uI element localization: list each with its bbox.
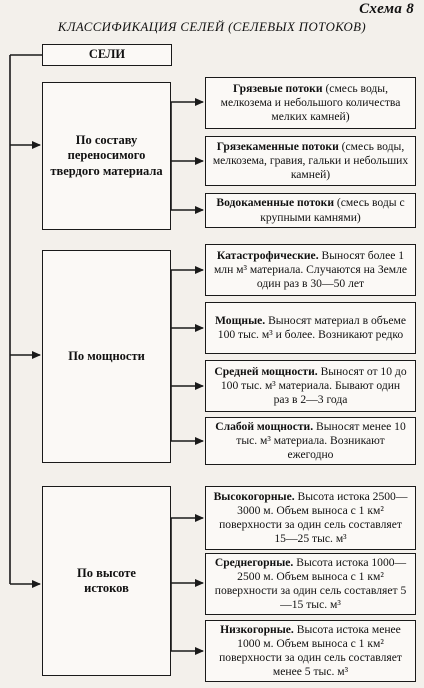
- item-description: Выносят более 1 млн м³ материала. Случаю…: [213, 248, 408, 291]
- item-description: Выносят от 10 до 100 тыс. м³ материала. …: [220, 364, 407, 407]
- item-term: Слабой мощности.: [215, 419, 314, 433]
- diagram-title: КЛАССИФИКАЦИЯ СЕЛЕЙ (СЕЛЕВЫХ ПОТОКОВ): [57, 20, 367, 34]
- item-term: Грязевые потоки: [232, 81, 323, 95]
- item-water-stone-flows: Водокаменные потоки (смесь воды с крупны…: [205, 193, 416, 228]
- item-term: Средней мощности.: [214, 364, 318, 378]
- category-power: По мощности: [42, 250, 171, 463]
- item-term: Высокогорные.: [213, 489, 295, 503]
- item-medium-power: Средней мощности. Выносят от 10 до 100 т…: [205, 360, 416, 412]
- item-mud-stone-flows: Грязекаменные потоки (смесь воды, мелкоз…: [205, 136, 416, 186]
- category-label: По составу переносимого твердого материа…: [50, 133, 163, 178]
- item-mid-mountain: Среднегорные. Высота истока 1000—2500 м.…: [205, 553, 416, 615]
- item-description: Выносят материал в объеме 100 тыс. м³ и …: [217, 313, 406, 341]
- item-high-mountain: Высокогорные. Высота истока 2500—3000 м.…: [205, 486, 416, 550]
- item-description: (смесь воды, мелкозема, гравия, гальки и…: [212, 139, 409, 182]
- item-term: Катастрофические.: [216, 248, 319, 262]
- item-description: Высота истока менее 1000 м. Объем выноса…: [219, 622, 402, 679]
- category-label: По мощности: [68, 348, 145, 363]
- item-catastrophic: Катастрофические. Выносят более 1 млн м³…: [205, 244, 416, 296]
- item-low-mountain: Низкогорные. Высота истока менее 1000 м.…: [205, 620, 416, 682]
- item-description: (смесь воды с крупными камнями): [260, 196, 405, 224]
- category-composition: По составу переносимого твердого материа…: [42, 82, 171, 230]
- item-mud-flows: Грязевые потоки (смесь воды, мелкозема и…: [205, 77, 416, 129]
- item-description: Выносят менее 10 тыс. м³ материала. Возн…: [236, 419, 406, 462]
- item-term: Мощные.: [215, 313, 266, 327]
- item-description: Высота истока 1000—2500 м. Объем выноса …: [214, 555, 407, 612]
- item-term: Низкогорные.: [220, 622, 294, 636]
- scheme-number-label: Схема 8: [359, 1, 414, 17]
- item-term: Грязекаменные потоки: [216, 139, 339, 153]
- category-source-height: По высоте истоков: [42, 486, 171, 676]
- root-label: СЕЛИ: [88, 47, 126, 62]
- item-term: Водокаменные потоки: [216, 196, 335, 210]
- item-description: Высота истока 2500—3000 м. Объем выноса …: [219, 489, 408, 546]
- item-weak-power: Слабой мощности. Выносят менее 10 тыс. м…: [205, 417, 416, 465]
- root-box: СЕЛИ: [42, 44, 172, 66]
- item-description: (смесь воды, мелкозема и небольшого коли…: [220, 81, 401, 124]
- item-powerful: Мощные. Выносят материал в объеме 100 ты…: [205, 302, 416, 354]
- item-term: Среднегорные.: [214, 555, 294, 569]
- category-label: По высоте истоков: [77, 565, 136, 595]
